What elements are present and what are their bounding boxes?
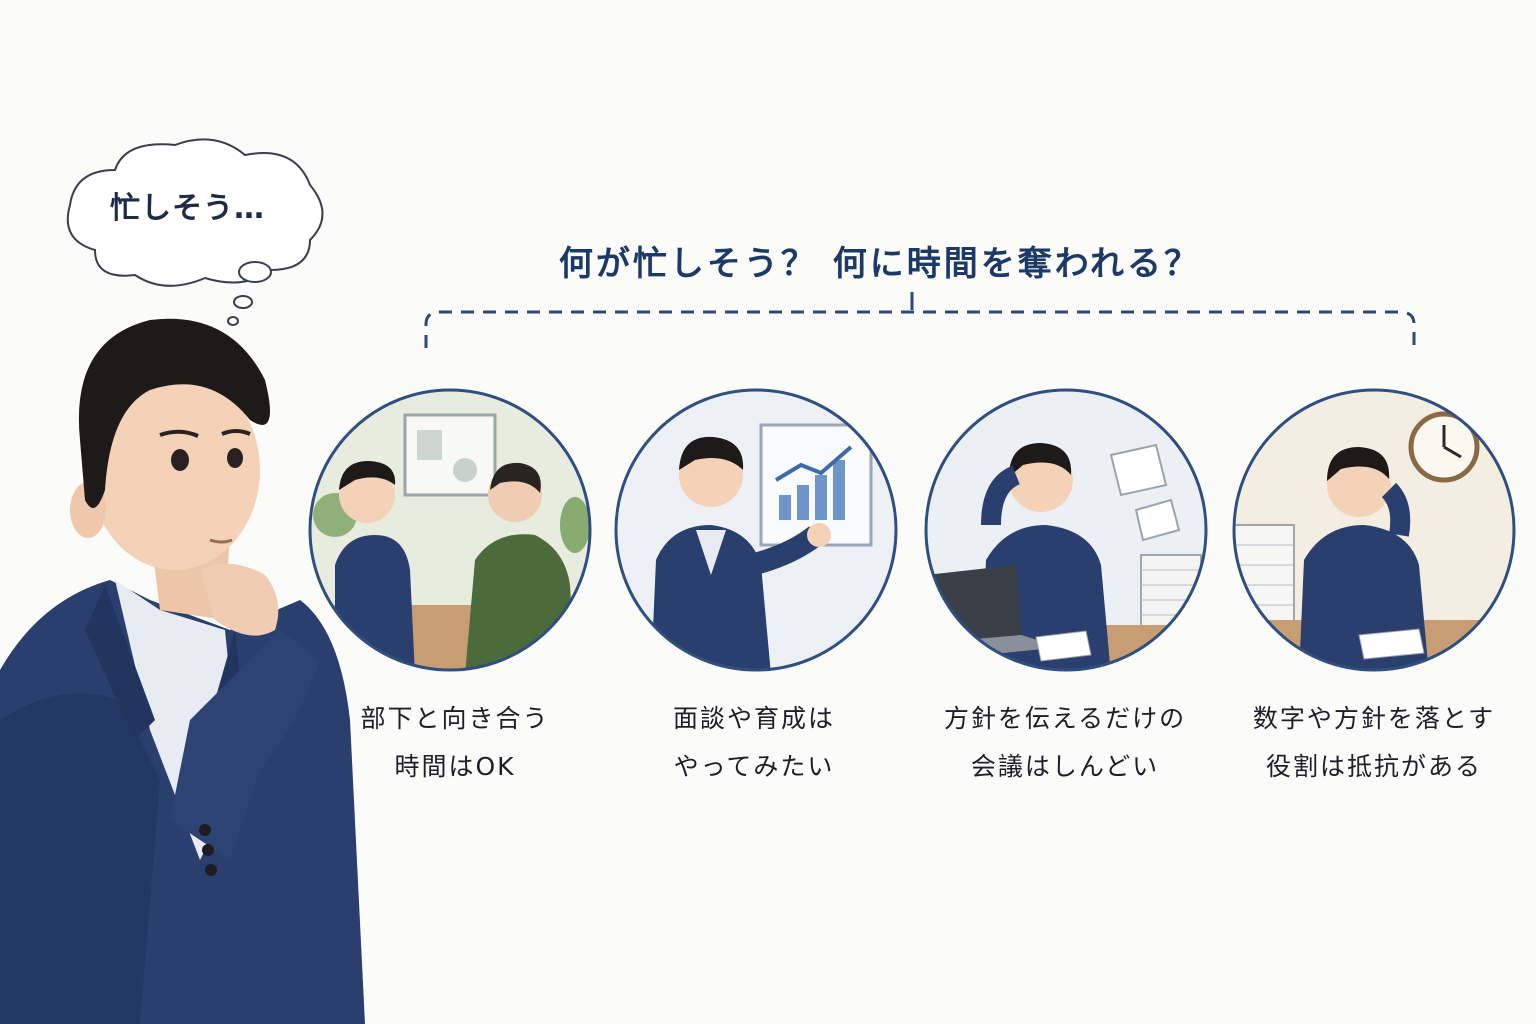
panel-2-scene-presentation (614, 388, 898, 672)
panel-3-scene-stressed-laptop (924, 388, 1208, 672)
panel-1-caption-line1: 部下と向き合う (360, 704, 550, 733)
panel-4-caption-line2: 役割は抵抗がある (1265, 752, 1482, 781)
thinking-man-illustration (0, 318, 365, 1024)
panel-3-caption-line1: 方針を伝えるだけの (943, 704, 1187, 733)
thought-bubble-text: 忙しそう… (110, 191, 265, 226)
panel-1-caption-line2: 時間はOK (394, 752, 516, 781)
panel-4-scene-troubled-clock (1232, 388, 1516, 672)
panel-4-caption-line1: 数字や方針を落とす (1252, 704, 1496, 733)
panel-2-caption-line1: 面談や育成は (672, 704, 835, 733)
dashed-bracket (424, 292, 1416, 348)
panel-2-caption: 面談や育成は やってみたい (604, 695, 904, 791)
panel-1-caption: 部下と向き合う 時間はOK (305, 695, 605, 791)
heading-question: 何が忙しそう？ 何に時間を奪われる？ (558, 244, 1202, 284)
panel-4-caption: 数字や方針を落とす 役割は抵抗がある (1224, 695, 1524, 791)
thought-bubble (66, 138, 324, 326)
panel-3-caption: 方針を伝えるだけの 会議はしんどい (915, 695, 1215, 791)
panel-1-scene-meeting-subordinate (308, 388, 592, 672)
panel-2-caption-line2: やってみたい (673, 752, 835, 781)
panel-3-caption-line2: 会議はしんどい (970, 752, 1160, 781)
